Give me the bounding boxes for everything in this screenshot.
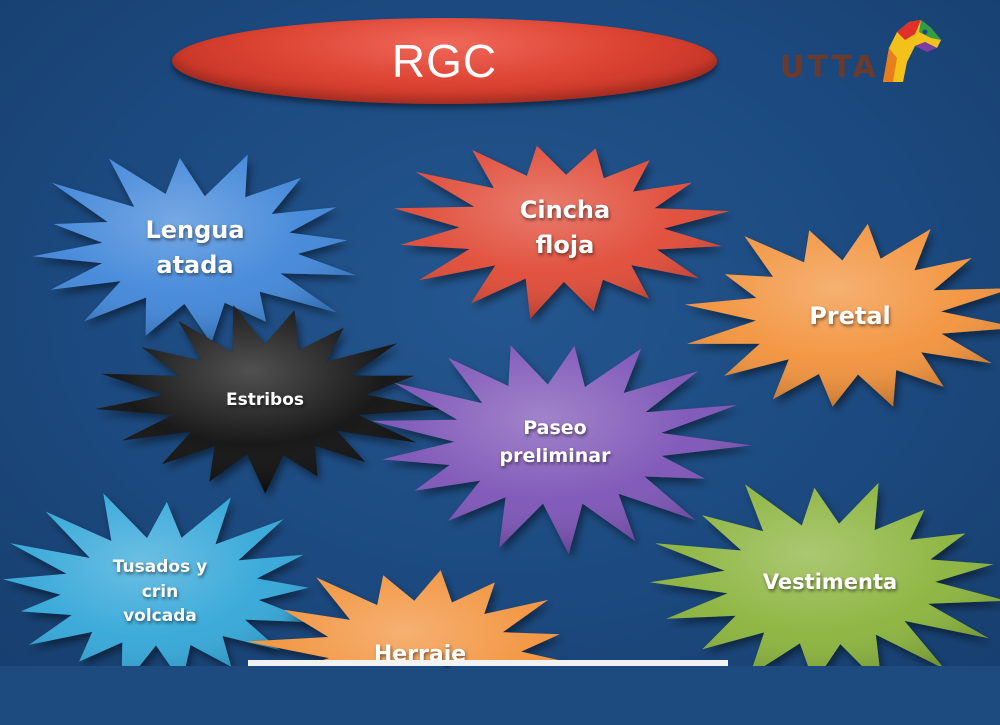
burst-pretal <box>684 223 1000 407</box>
burst-pretal-text: Pretal <box>809 299 891 334</box>
burst-paseo-preliminar <box>371 345 752 555</box>
burst-tusados-crin-volcada-gloss <box>2 493 316 666</box>
burst-vestimenta-text: Vestimenta <box>763 567 897 597</box>
bottom-bar <box>248 660 728 666</box>
burst-paseo-preliminar-text: Paseo preliminar <box>500 415 611 470</box>
burst-tusados-crin-volcada-line: volcada <box>123 606 197 627</box>
title-oval: RGC <box>172 18 717 104</box>
burst-herraje-label: Herraje <box>320 585 520 725</box>
burst-vestimenta <box>649 482 1000 666</box>
bursts-layer <box>2 145 1000 666</box>
burst-tusados-crin-volcada-line: crin <box>141 581 179 602</box>
burst-estribos-text: Estribos <box>226 388 304 413</box>
burst-paseo-preliminar-label: Paseo preliminar <box>455 373 655 513</box>
burst-herraje-text: Herraje <box>374 639 466 671</box>
burst-estribos-label: Estribos <box>175 330 355 470</box>
burst-estribos <box>95 305 442 494</box>
burst-vestimenta-gloss <box>649 482 1000 666</box>
burst-paseo-preliminar-line: preliminar <box>499 445 611 467</box>
logo-text: UTTA <box>780 50 879 85</box>
utta-logo: UTTA <box>780 18 950 88</box>
burst-estribos-gloss <box>95 305 442 494</box>
burst-tusados-crin-volcada-text: Tusados y crin volcada <box>113 555 207 629</box>
burst-cincha-floja-text: Cincha floja <box>520 193 610 263</box>
burst-cincha-floja-line: floja <box>535 231 595 259</box>
horse-head-icon <box>883 20 941 82</box>
burst-cincha-floja-gloss <box>393 145 730 319</box>
burst-lengua-atada-line: Lengua <box>145 216 245 245</box>
burst-lengua-atada-gloss <box>32 154 356 344</box>
burst-cincha-floja-line: Cincha <box>519 196 611 225</box>
burst-lengua-atada-line: atada <box>156 251 234 279</box>
burst-paseo-preliminar-line: Paseo <box>523 417 587 440</box>
burst-cincha-floja-label: Cincha floja <box>465 158 665 298</box>
burst-vestimenta-label: Vestimenta <box>720 512 940 652</box>
burst-pretal-label: Pretal <box>750 246 950 386</box>
burst-herraje <box>246 570 585 666</box>
burst-estribos-line: Estribos <box>225 389 305 410</box>
burst-vestimenta-line: Vestimenta <box>762 569 898 594</box>
burst-tusados-crin-volcada <box>2 493 316 666</box>
burst-herraje-gloss <box>246 570 585 666</box>
burst-pretal-gloss <box>684 223 1000 407</box>
burst-paseo-preliminar-gloss <box>371 345 752 555</box>
burst-lengua-atada-label: Lengua atada <box>95 178 295 318</box>
burst-pretal-line: Pretal <box>809 301 891 330</box>
burst-tusados-crin-volcada-line: Tusados y <box>112 557 208 578</box>
burst-cincha-floja <box>393 145 730 319</box>
burst-lengua-atada <box>32 154 356 344</box>
slide-title: RGC <box>391 35 498 87</box>
burst-herraje-line: Herraje <box>373 642 467 668</box>
burst-tusados-crin-volcada-label: Tusados y crin volcada <box>75 522 245 662</box>
burst-lengua-atada-text: Lengua atada <box>145 213 244 283</box>
